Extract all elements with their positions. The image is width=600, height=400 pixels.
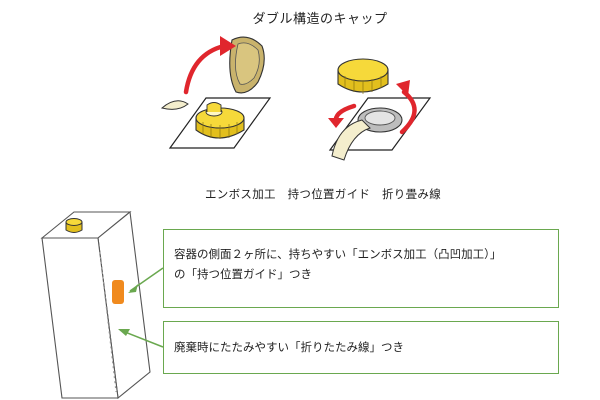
open-lid [229, 36, 265, 94]
grip-guide-emboss [112, 280, 124, 304]
flip-arrow-icon [183, 43, 227, 95]
callout-emboss-grip: 容器の側面２ヶ所に、持ちやすい「エンボス加工（凸凹加工）」 の「持つ位置ガイド」… [163, 229, 559, 308]
twist-cap [337, 58, 389, 94]
liquid-drop [160, 100, 189, 110]
milk-carton [40, 210, 151, 400]
callout-text-line: 廃棄時にたたみやすい「折りたたみ線」つき [174, 340, 404, 354]
callout-fold-line: 廃棄時にたたみやすい「折りたたみ線」つき [163, 321, 559, 374]
carton-cap-icon [65, 218, 83, 233]
cap-base [195, 102, 245, 139]
liquid-pour [331, 119, 371, 161]
callout-text-line: の「持つ位置ガイド」つき [174, 267, 312, 281]
page-title: ダブル構造のキャップ [252, 12, 388, 27]
feature-labels: エンボス加工 持つ位置ガイド 折り畳み線 [205, 187, 441, 201]
callout-text-line: 容器の側面２ヶ所に、持ちやすい「エンボス加工（凸凹加工）」 [174, 247, 502, 261]
